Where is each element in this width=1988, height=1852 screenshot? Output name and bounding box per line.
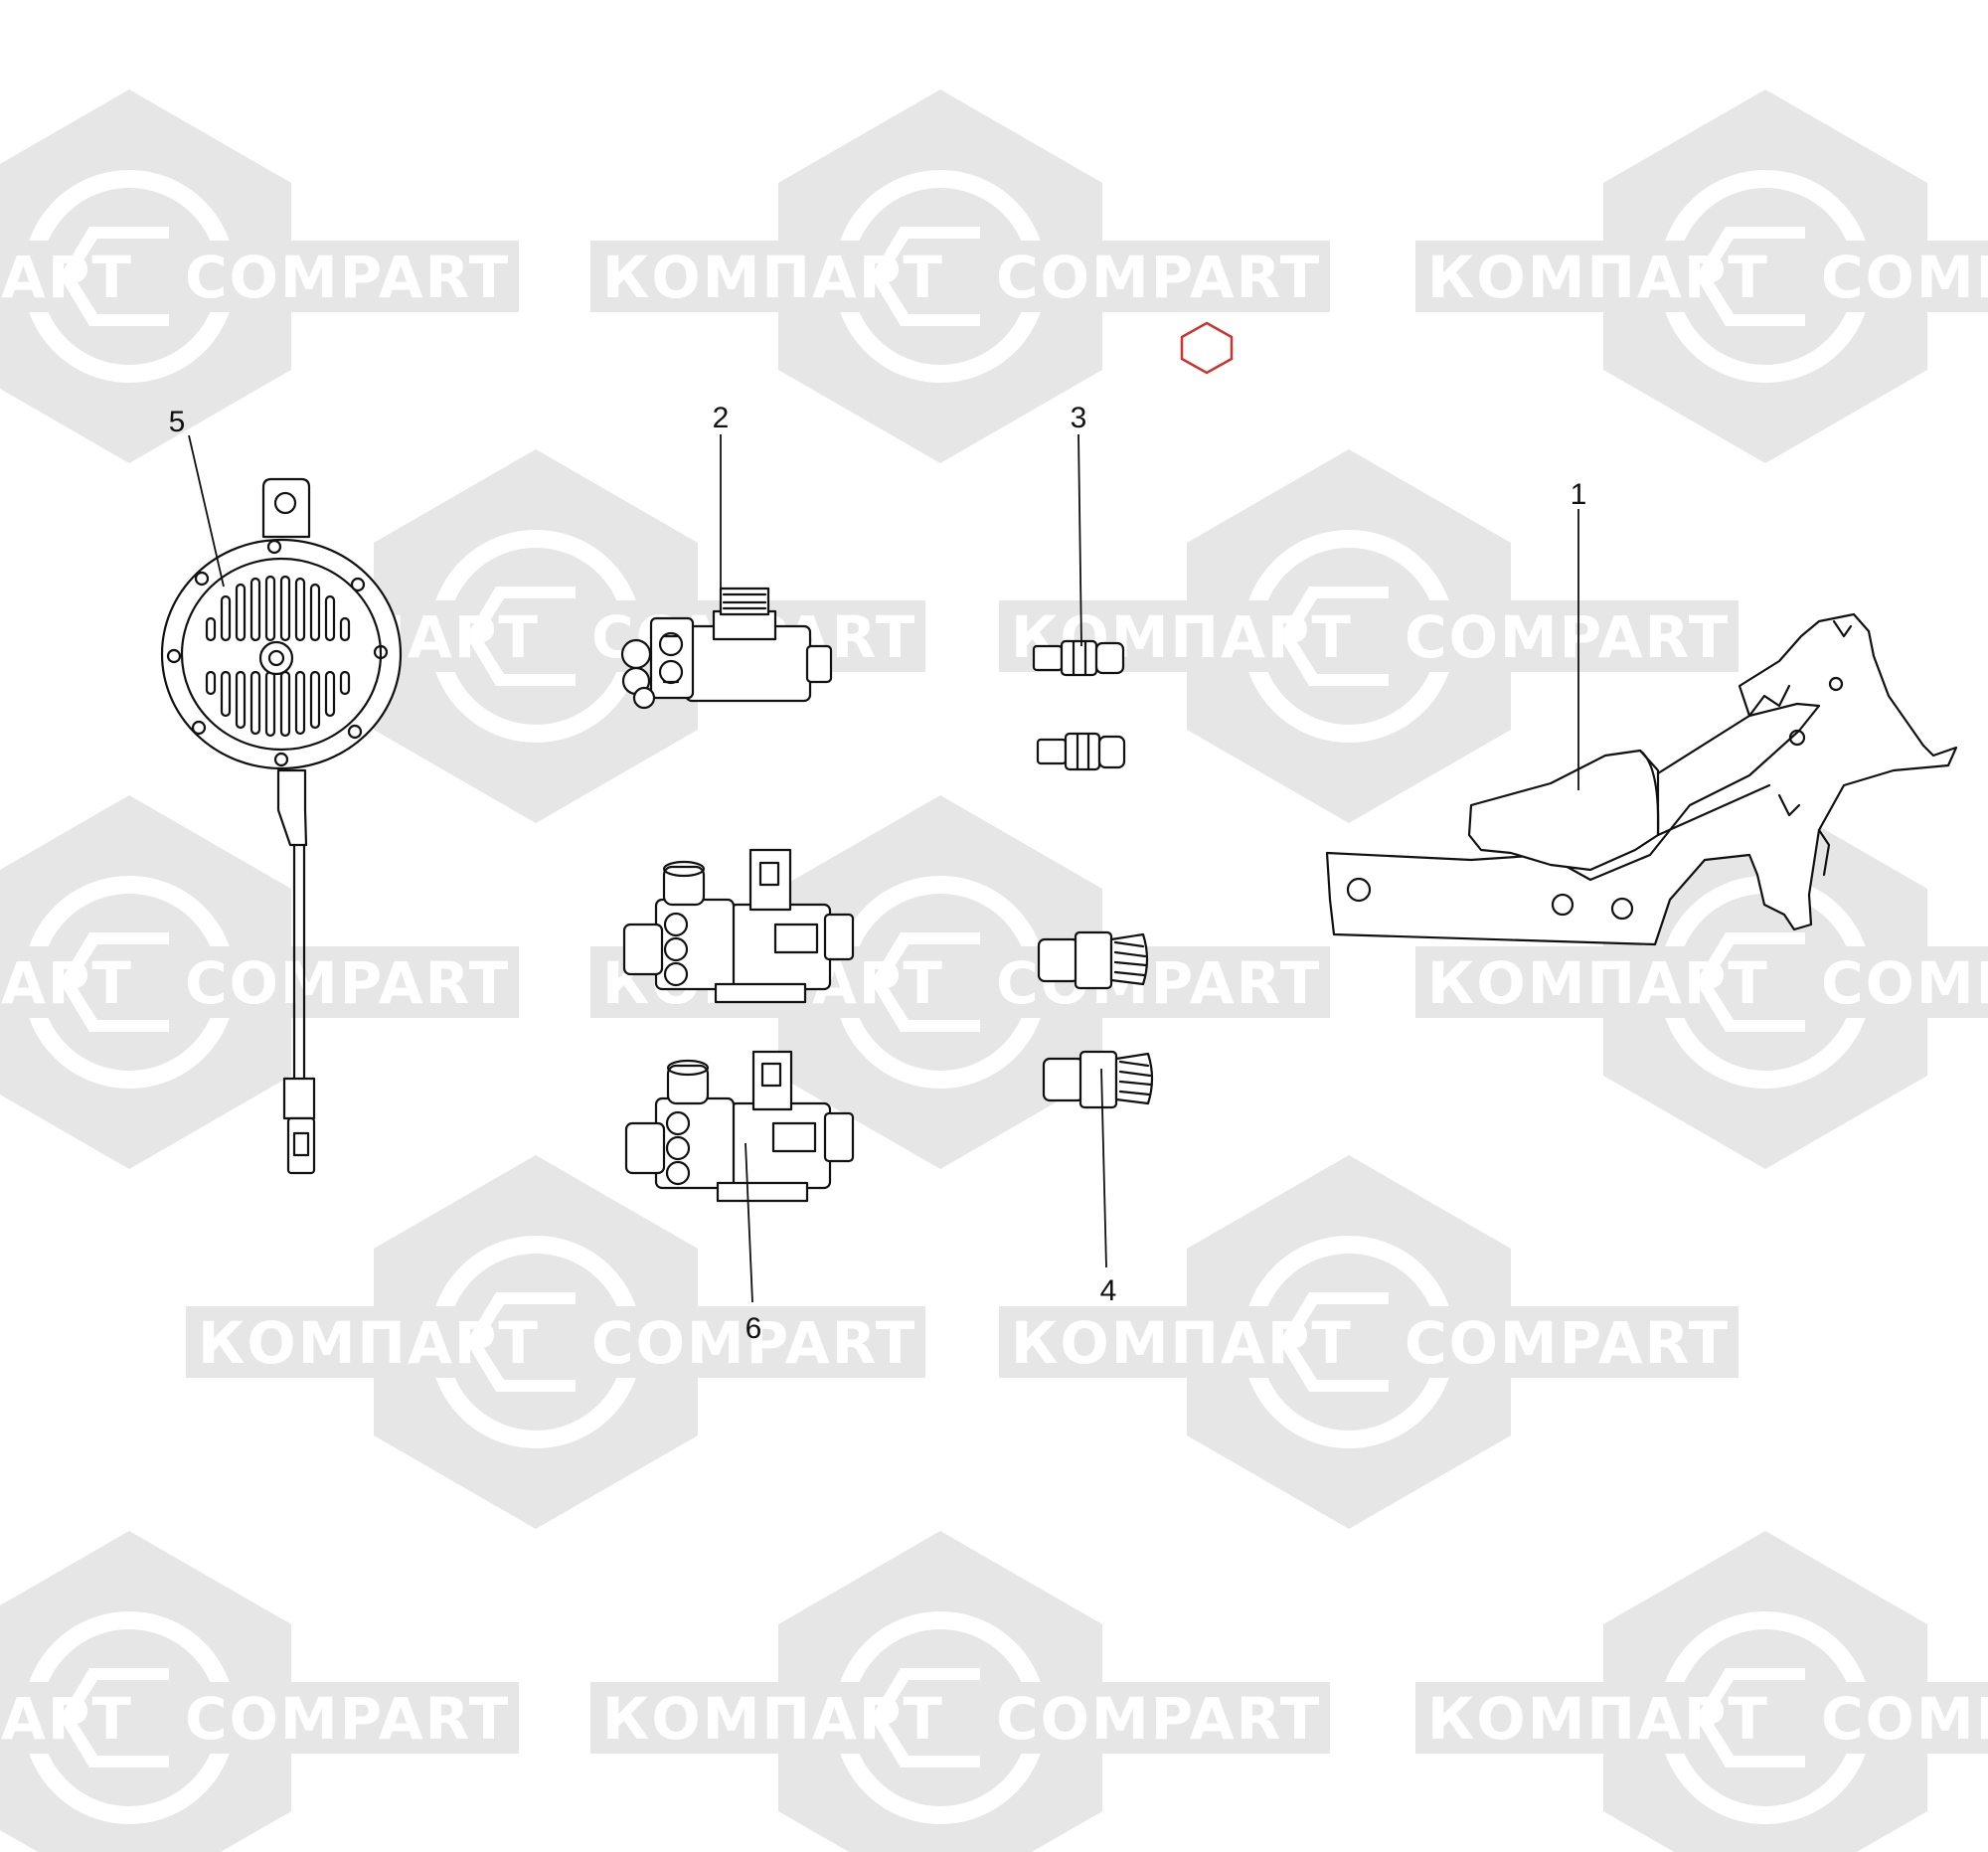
horn-grille-slot (249, 577, 261, 642)
watermark-text-latin: COMPART (996, 1685, 1321, 1753)
watermark-text-latin: COMPART (185, 1685, 510, 1753)
watermark-logo: КОМПАРТ COMPART (1415, 89, 1988, 463)
watermark-text-cyrillic: КОМПАРТ (1427, 1685, 1769, 1753)
horn-grille-slot (294, 577, 306, 642)
watermark-logo: КОМПАРТ COMPART (590, 1531, 1330, 1852)
horn-grille-slot (205, 670, 217, 696)
horn-grille-slot (235, 583, 247, 642)
callout-6-label: 6 (746, 1312, 762, 1345)
watermark-logo: КОМПАРТ COMPART (590, 89, 1330, 463)
watermark-text-cyrillic: КОМПАРТ (0, 1685, 133, 1753)
leader-line-6 (745, 1142, 753, 1303)
horn-grille-slot (249, 670, 261, 736)
watermark-text-latin: COMPART (1821, 1685, 1988, 1753)
watermark-logo: КОМПАРТ COMPART (999, 1155, 1739, 1529)
watermark-logo: КОМПАРТ COMPART (0, 795, 519, 1169)
watermark-text-cyrillic: КОМПАРТ (0, 949, 133, 1017)
watermark-text-latin: COMPART (1821, 949, 1988, 1017)
watermark-text-latin: COMPART (996, 244, 1321, 311)
watermark-logo: КОМПАРТ COMPART (186, 1155, 925, 1529)
watermark-text-latin: COMPART (185, 244, 510, 311)
watermark-text-cyrillic: КОМПАРТ (0, 244, 133, 311)
valve-assembly-drawing (622, 848, 855, 1203)
leader-line-4 (1100, 1068, 1107, 1268)
horn-grille-slot (220, 670, 232, 718)
horn-grille-slot (339, 616, 351, 642)
horn-grille-slot (235, 670, 247, 730)
horn-grille-slot (324, 670, 336, 718)
watermark-text-latin: COMPART (185, 949, 510, 1017)
watermark-logo: КОМПАРТ COMPART (1415, 795, 1988, 1169)
horn-grille-slot (324, 594, 336, 642)
callout-3-label: 3 (1071, 402, 1087, 434)
leader-lines (188, 433, 1579, 1303)
callout-2-label: 2 (713, 402, 730, 434)
watermark-text-latin: COMPART (591, 1309, 916, 1377)
bracket-drawing (1325, 612, 1958, 946)
watermark-text-cyrillic: КОМПАРТ (602, 244, 944, 311)
watermark-text-cyrillic: КОМПАРТ (1427, 244, 1769, 311)
watermark-logo: КОМПАРТ COMPART (0, 1531, 519, 1852)
watermark-logo: КОМПАРТ COMPART (0, 89, 519, 463)
horn-grille-slot (339, 670, 351, 696)
watermark-text-latin: COMPART (1405, 603, 1730, 671)
watermark-logo: КОМПАРТ COMPART (1415, 1531, 1988, 1852)
pressure-switch-small-drawing (1032, 639, 1126, 771)
callout-1-label: 1 (1571, 478, 1587, 511)
leader-line-5 (188, 434, 225, 588)
watermark-text-latin: COMPART (1821, 244, 1988, 311)
watermark-text-latin: COMPART (1405, 1309, 1730, 1377)
horn-grille-slot (309, 670, 321, 730)
horn-drawing (160, 477, 403, 1175)
callout-labels: 5 2 3 1 4 6 (169, 402, 1587, 1345)
horn-grille-slot (279, 575, 291, 642)
pressure-switch-large-drawing (1037, 930, 1154, 1109)
hexagon-marker-icon (1180, 321, 1234, 375)
watermark-text-cyrillic: КОМПАРТ (1427, 949, 1769, 1017)
horn-grille-slot (264, 575, 276, 642)
callout-4-label: 4 (1100, 1274, 1117, 1307)
watermark-layer: КОМПАРТ COMPART КОМПАРТ COMPART КОМПАРТ COMPA… (0, 89, 1988, 1852)
callout-5-label: 5 (169, 406, 186, 438)
horn-grille-slot (294, 670, 306, 736)
horn-grille-slot (205, 616, 217, 642)
horn-grille-slot (220, 594, 232, 642)
leader-line-3 (1077, 433, 1082, 647)
watermark-text-cyrillic: КОМПАРТ (602, 1685, 944, 1753)
watermark-text-cyrillic: КОМПАРТ (198, 1309, 540, 1377)
watermark-text-cyrillic: КОМПАРТ (1011, 1309, 1353, 1377)
solenoid-valve-drawing (620, 587, 833, 710)
horn-grille-slot (309, 583, 321, 642)
